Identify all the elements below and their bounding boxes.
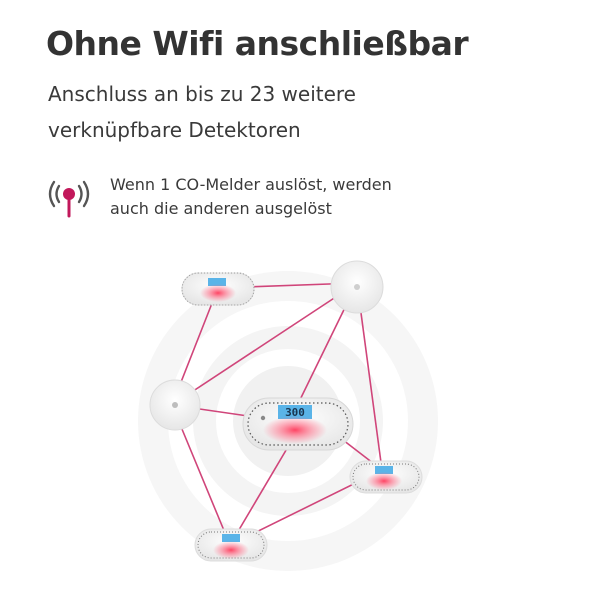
co-detector-bottom: [194, 528, 268, 562]
co-detector-center: 300: [242, 397, 354, 451]
page-subtitle: Anschluss an bis zu 23 weitere verknüpfb…: [48, 76, 568, 148]
smoke-detector-top-right: [330, 260, 384, 314]
co-detector-top-left: [181, 272, 255, 306]
detector-network-illustration: 300: [138, 260, 438, 571]
note-line-1: Wenn 1 CO-Melder auslöst, werden: [110, 175, 392, 194]
page-title: Ohne Wifi anschließbar: [46, 24, 469, 63]
lcd-reading: 300: [285, 406, 305, 419]
radio-signal-icon: [44, 176, 94, 220]
note-line-2: auch die anderen ausgelöst: [110, 199, 332, 218]
subtitle-line-2: verknüpfbare Detektoren: [48, 118, 301, 142]
smoke-detector-left: [149, 379, 201, 431]
trigger-note: Wenn 1 CO-Melder auslöst, werden auch di…: [110, 173, 392, 221]
subtitle-line-1: Anschluss an bis zu 23 weitere: [48, 82, 356, 106]
co-detector-right: [349, 460, 423, 494]
